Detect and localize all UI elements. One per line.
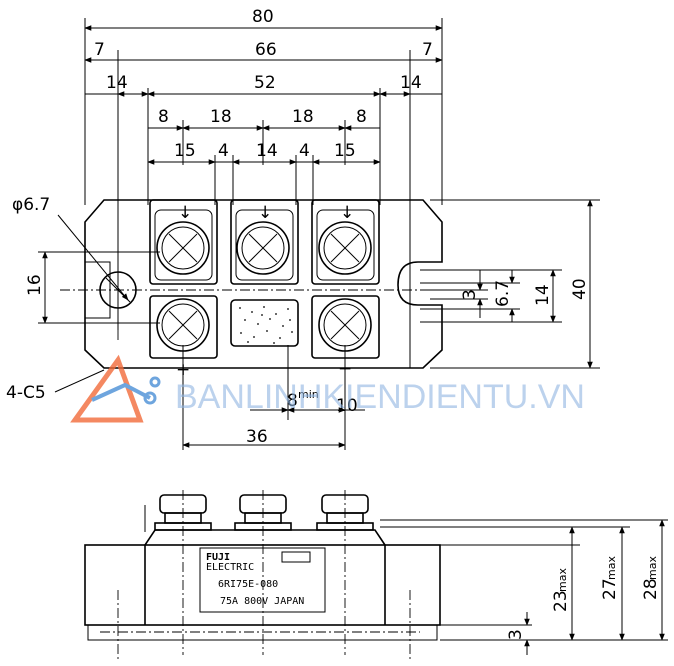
dim-base-3: 3	[506, 629, 526, 640]
dim-min-label: min	[298, 388, 319, 401]
dim-23-max: max	[556, 568, 569, 592]
terminal-ac3: ↓	[311, 199, 380, 285]
side-screw-2	[234, 494, 292, 531]
dim-15-right: 15	[334, 141, 356, 161]
dimension-lines	[42, 25, 593, 448]
side-screw-3	[316, 494, 374, 531]
dim-10: 10	[336, 396, 358, 416]
dim-28: 28	[641, 578, 661, 600]
dim-slot-3: 3	[460, 289, 480, 300]
label-rating: 75A 800V JAPAN	[220, 596, 304, 607]
resin-fill-area	[230, 299, 299, 347]
svg-text:↓: ↓	[258, 203, 272, 223]
dim-23: 23	[551, 590, 571, 612]
polarity-minus: −	[338, 359, 352, 379]
top-view-dimensions: 80 7 66 7 14 52 14 8 18 18 8 15 4 14 4 1…	[6, 7, 590, 447]
dim-4-right: 4	[299, 141, 310, 161]
watermark: BANLINHKIENDIENTU.VN	[70, 354, 585, 423]
dim-14-center: 14	[256, 141, 278, 161]
dim-4-left: 4	[218, 141, 229, 161]
dim-7-right: 7	[422, 40, 433, 60]
dim-slot-6-7: 6.7	[493, 280, 513, 307]
watermark-text: BANLINHKIENDIENTU.VN	[175, 378, 585, 416]
side-screw-1	[154, 494, 212, 531]
terminal-ac2: ↓	[230, 199, 299, 285]
dim-14-right: 14	[400, 73, 422, 93]
dim-66: 66	[255, 40, 277, 60]
dim-8-min: 8	[287, 391, 298, 411]
dim-18-right: 18	[292, 107, 314, 127]
svg-text:↓: ↓	[340, 203, 354, 223]
dim-27-max: max	[605, 556, 618, 580]
dim-8-left: 8	[158, 107, 169, 127]
product-label: FUJI ELECTRIC 6RI75E-080 75A 800V JAPAN	[199, 547, 326, 613]
terminal-minus	[311, 295, 380, 359]
dim-8-right: 8	[356, 107, 367, 127]
module-side-view	[84, 490, 668, 660]
label-sub: ELECTRIC	[206, 562, 254, 573]
dim-28-max: max	[646, 556, 659, 580]
polarity-plus: +	[176, 360, 190, 380]
dim-40: 40	[570, 278, 590, 300]
dim-36: 36	[246, 427, 268, 447]
dim-15-left: 15	[174, 141, 196, 161]
dim-slot-14: 14	[533, 284, 553, 306]
dim-chamfer: 4-C5	[6, 383, 46, 403]
dim-16: 16	[25, 274, 45, 296]
label-brand: FUJI	[206, 552, 230, 563]
mounting-hole	[99, 271, 137, 309]
side-view-dimensions: 23 max 27 max 28 max 3	[506, 519, 665, 655]
dim-18-left: 18	[210, 107, 232, 127]
terminal-plus	[149, 295, 218, 359]
dim-hole-dia: φ6.7	[12, 195, 50, 215]
dim-52: 52	[254, 73, 276, 93]
terminal-ac1: ↓	[149, 199, 218, 285]
svg-text:↓: ↓	[178, 203, 192, 223]
label-part-number: 6RI75E-080	[218, 579, 278, 590]
dim-27: 27	[600, 578, 620, 600]
dim-7-left: 7	[94, 40, 105, 60]
dim-14-left: 14	[106, 73, 128, 93]
dim-80: 80	[252, 7, 274, 27]
watermark-logo-icon	[70, 354, 161, 423]
